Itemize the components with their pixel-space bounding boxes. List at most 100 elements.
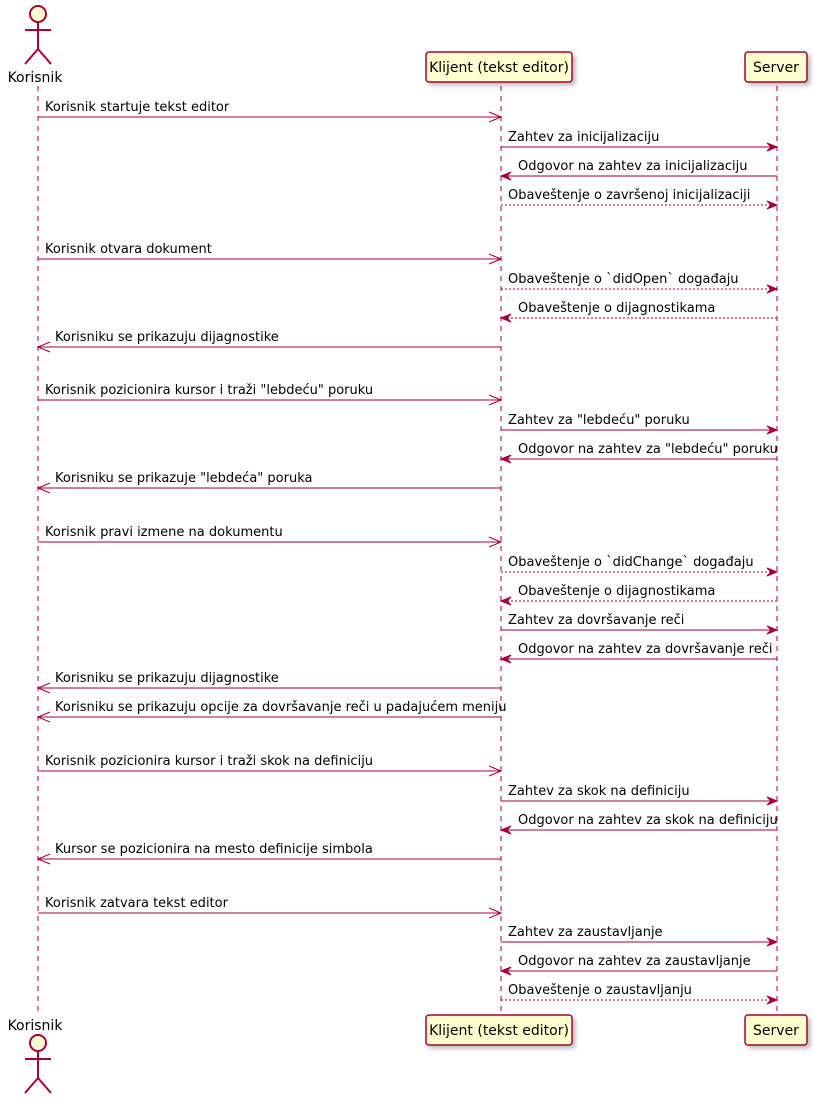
message-3: Odgovor na zahtev za inicijalizaciju	[499, 159, 777, 181]
filled-arrowhead-icon	[499, 596, 512, 606]
actor-legs	[24, 1076, 52, 1094]
participant-name-client: Klijent (tekst editor)	[429, 60, 569, 76]
filled-arrowhead-icon	[499, 654, 512, 664]
lifelines	[37, 86, 778, 1012]
message-19: Korisniku se prikazuju opcije za dovršav…	[36, 700, 507, 723]
message-label: Korisniku se prikazuju opcije za dovršav…	[55, 700, 507, 715]
message-label: Korisnik startuje tekst editor	[45, 100, 230, 115]
message-15: Obaveštenje o dijagnostikama	[499, 584, 777, 606]
message-21: Zahtev za skok na definiciju	[501, 784, 779, 806]
participant-rect	[744, 51, 808, 83]
participant-rect	[744, 1014, 808, 1046]
participant-name-server: Server	[753, 60, 799, 76]
message-label: Obaveštenje o dijagnostikama	[518, 301, 715, 316]
open-arrowhead-icon	[36, 341, 51, 353]
message-label: Obaveštenje o `didOpen` događaju	[508, 272, 739, 287]
filled-arrowhead-icon	[766, 625, 779, 635]
message-label: Odgovor na zahtev za "lebdeću" poruku	[518, 442, 778, 457]
message-label: Zahtev za inicijalizaciju	[508, 130, 659, 145]
message-label: Korisnik pozicionira kursor i traži "leb…	[45, 383, 373, 398]
participant-box-server-bottom: Server	[744, 1014, 808, 1046]
actor-name-top: Korisnik	[8, 70, 64, 86]
message-7: Obaveštenje o dijagnostikama	[499, 301, 777, 323]
filled-arrowhead-icon	[766, 796, 779, 806]
message-label: Kursor se pozicionira na mesto definicij…	[55, 842, 373, 857]
message-1: Korisnik startuje tekst editor	[38, 100, 503, 123]
message-label: Korisniku se prikazuju dijagnostike	[55, 330, 279, 345]
filled-arrowhead-icon	[499, 454, 512, 464]
message-12: Korisniku se prikazuje "lebdeća" poruka	[36, 471, 501, 494]
message-label: Obaveštenje o završenoj inicijalizaciji	[508, 188, 750, 203]
message-label: Korisnik pravi izmene na dokumentu	[45, 525, 283, 540]
message-label: Odgovor na zahtev za dovršavanje reči	[518, 642, 772, 657]
open-arrowhead-icon	[36, 482, 51, 494]
filled-arrowhead-icon	[499, 966, 512, 976]
message-4: Obaveštenje o završenoj inicijalizaciji	[501, 188, 779, 210]
message-label: Korisniku se prikazuju dijagnostike	[55, 671, 279, 686]
message-6: Obaveštenje o `didOpen` događaju	[501, 272, 779, 294]
filled-arrowhead-icon	[766, 284, 779, 294]
message-5: Korisnik otvara dokument	[38, 242, 503, 265]
actor-figure-bottom: Korisnik	[8, 1018, 64, 1094]
message-label: Korisnik pozicionira kursor i traži skok…	[45, 754, 373, 769]
message-27: Obaveštenje o zaustavljanju	[501, 983, 779, 1005]
message-label: Korisnik zatvara tekst editor	[45, 896, 229, 911]
participant-rect	[425, 1014, 573, 1046]
participant-box-client-bottom: Klijent (tekst editor)	[425, 1014, 573, 1046]
participant-name-server: Server	[753, 1023, 799, 1039]
message-26: Odgovor na zahtev za zaustavljanje	[499, 954, 777, 976]
message-17: Odgovor na zahtev za dovršavanje reči	[499, 642, 777, 664]
participant-rect	[425, 51, 573, 83]
open-arrowhead-icon	[36, 682, 51, 694]
open-arrowhead-icon	[36, 853, 51, 865]
message-label: Zahtev za dovršavanje reči	[508, 613, 684, 628]
actor-head-icon	[29, 5, 47, 23]
message-label: Zahtev za skok na definiciju	[508, 784, 690, 799]
message-13: Korisnik pravi izmene na dokumentu	[38, 525, 503, 548]
filled-arrowhead-icon	[766, 995, 779, 1005]
participant-box-server-top: Server	[744, 51, 808, 83]
open-arrowhead-icon	[488, 253, 503, 265]
message-label: Korisniku se prikazuje "lebdeća" poruka	[55, 471, 312, 486]
message-label: Korisnik otvara dokument	[45, 242, 212, 257]
open-arrowhead-icon	[488, 394, 503, 406]
filled-arrowhead-icon	[766, 567, 779, 577]
open-arrowhead-icon	[488, 536, 503, 548]
actor-legs	[24, 47, 52, 65]
message-23: Kursor se pozicionira na mesto definicij…	[36, 842, 501, 865]
message-11: Odgovor na zahtev za "lebdeću" poruku	[499, 442, 778, 464]
message-14: Obaveštenje o `didChange` događaju	[501, 555, 779, 577]
open-arrowhead-icon	[36, 711, 51, 723]
message-label: Odgovor na zahtev za skok na definiciju	[518, 813, 778, 828]
message-label: Odgovor na zahtev za zaustavljanje	[518, 954, 751, 969]
message-label: Zahtev za "lebdeću" poruku	[508, 413, 690, 428]
actor-figure-top: Korisnik	[8, 5, 64, 86]
filled-arrowhead-icon	[766, 200, 779, 210]
open-arrowhead-icon	[488, 907, 503, 919]
message-22: Odgovor na zahtev za skok na definiciju	[499, 813, 778, 835]
message-9: Korisnik pozicionira kursor i traži "leb…	[38, 383, 503, 406]
message-25: Zahtev za zaustavljanje	[501, 925, 779, 947]
message-24: Korisnik zatvara tekst editor	[38, 896, 503, 919]
message-18: Korisniku se prikazuju dijagnostike	[36, 671, 501, 694]
open-arrowhead-icon	[488, 111, 503, 123]
message-20: Korisnik pozicionira kursor i traži skok…	[38, 754, 503, 777]
filled-arrowhead-icon	[766, 425, 779, 435]
actor-head-icon	[29, 1034, 47, 1052]
message-10: Zahtev za "lebdeću" poruku	[501, 413, 779, 435]
message-label: Obaveštenje o zaustavljanju	[508, 983, 692, 998]
filled-arrowhead-icon	[499, 825, 512, 835]
actor-name-bottom: Korisnik	[8, 1018, 64, 1034]
message-label: Obaveštenje o `didChange` događaju	[508, 555, 754, 570]
filled-arrowhead-icon	[766, 142, 779, 152]
participant-box-client-top: Klijent (tekst editor)	[425, 51, 573, 83]
filled-arrowhead-icon	[499, 171, 512, 181]
participant-name-client: Klijent (tekst editor)	[429, 1023, 569, 1039]
message-8: Korisniku se prikazuju dijagnostike	[36, 330, 501, 353]
message-16: Zahtev za dovršavanje reči	[501, 613, 779, 635]
message-label: Obaveštenje o dijagnostikama	[518, 584, 715, 599]
filled-arrowhead-icon	[766, 937, 779, 947]
message-label: Odgovor na zahtev za inicijalizaciju	[518, 159, 747, 174]
